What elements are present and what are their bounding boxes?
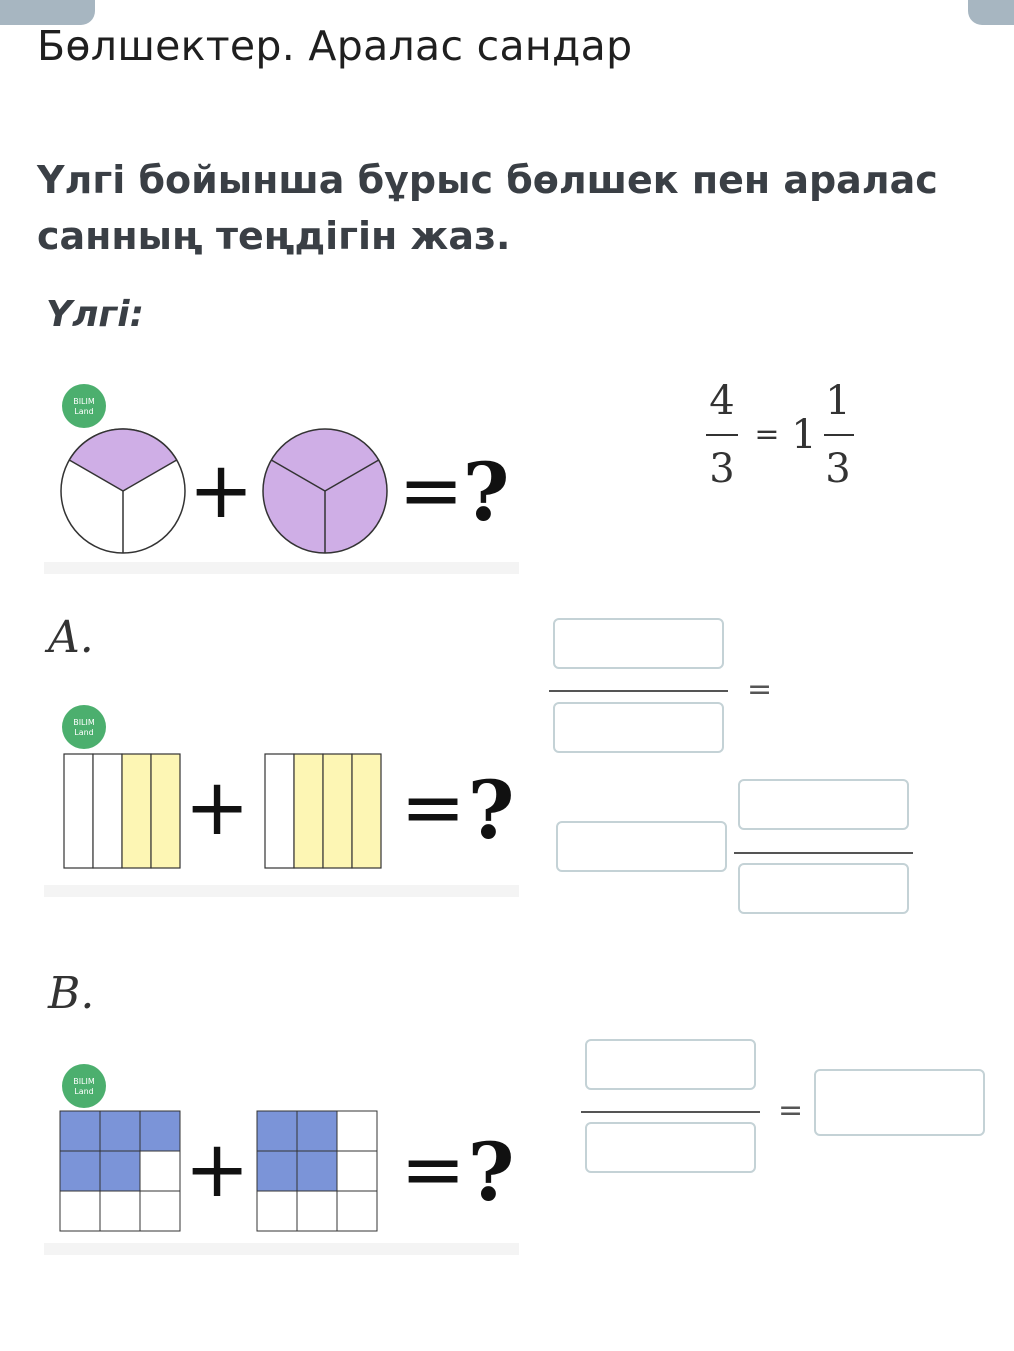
page-title: Бөлшектер. Аралас сандар [37, 22, 633, 70]
fraction-line [549, 690, 728, 692]
equals-sign: = [398, 446, 463, 536]
plus-sign: + [184, 763, 249, 853]
top-tab-right[interactable] [968, 0, 1014, 25]
figure-shadow [44, 1243, 519, 1255]
svg-text:Land: Land [74, 407, 94, 416]
question-mark: ? [468, 1125, 515, 1219]
part-a-figure: BILIM Land + = ? [62, 705, 515, 869]
part-a-denominator-input[interactable] [553, 702, 724, 753]
pie-three-thirds [262, 428, 388, 554]
bilimland-logo: BILIM Land [62, 1064, 106, 1108]
svg-text:BILIM: BILIM [73, 718, 95, 727]
sample-label: Үлгі: [46, 294, 144, 335]
sample-whole: 1 [791, 412, 816, 458]
bar-two-fourths [63, 753, 181, 869]
pie-one-third [60, 428, 186, 554]
question-mark: ? [468, 763, 515, 857]
plus-sign: + [188, 446, 253, 536]
equals-sign: = [400, 763, 465, 853]
bilimland-logo: BILIM Land [62, 705, 106, 749]
part-b-result-input[interactable] [814, 1069, 985, 1136]
grid-four-ninths [256, 1110, 378, 1232]
part-b-denominator-input[interactable] [585, 1122, 756, 1173]
part-a-frac-denominator-input[interactable] [738, 863, 909, 914]
svg-text:Land: Land [74, 728, 94, 737]
svg-text:Land: Land [74, 1087, 94, 1096]
equals-label: = [747, 672, 773, 707]
sample-equals: = [754, 417, 779, 452]
question-mark: ? [463, 445, 510, 539]
sample-denominator: 3 [709, 446, 734, 492]
fraction-line [734, 852, 913, 854]
grid-five-ninths [59, 1110, 181, 1232]
part-a-label: A. [48, 612, 94, 663]
figure-shadow [44, 885, 519, 897]
bar-three-fourths [264, 753, 382, 869]
top-tab-left[interactable] [0, 0, 95, 25]
equals-label: = [778, 1093, 804, 1128]
part-b-label: B. [48, 968, 95, 1019]
bilimland-logo: BILIM Land [62, 384, 106, 428]
part-b-numerator-input[interactable] [585, 1039, 756, 1090]
part-a-whole-input[interactable] [556, 821, 727, 872]
equals-sign: = [400, 1125, 465, 1215]
part-a-frac-numerator-input[interactable] [738, 779, 909, 830]
part-a-numerator-input[interactable] [553, 618, 724, 669]
task-instruction: Үлгі бойынша бұрыс бөлшек пен аралас сан… [37, 158, 938, 258]
sample-figure: BILIM Land + = ? [60, 384, 510, 554]
svg-text:BILIM: BILIM [73, 1077, 95, 1086]
figure-shadow [44, 562, 519, 574]
sample-answer: 4 3 = 1 1 3 [706, 378, 854, 492]
svg-text:BILIM: BILIM [73, 397, 95, 406]
part-b-figure: BILIM Land + = ? [59, 1064, 515, 1232]
sample-frac-denominator: 3 [825, 446, 850, 492]
plus-sign: + [184, 1125, 249, 1215]
fraction-line [581, 1111, 760, 1113]
sample-frac-numerator: 1 [825, 378, 850, 424]
sample-numerator: 4 [709, 378, 734, 424]
